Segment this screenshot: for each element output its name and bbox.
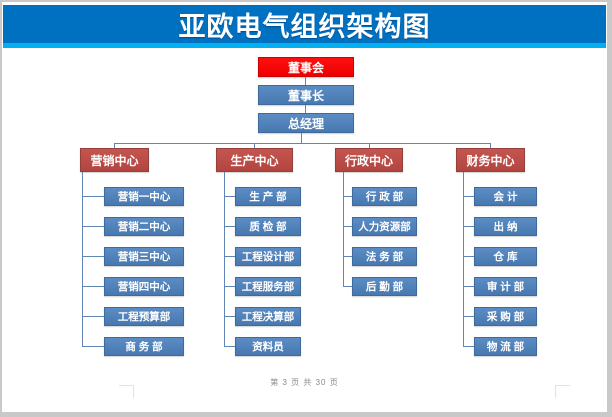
- org-node-dept: 营销一中心: [104, 187, 184, 206]
- connector-rail: [343, 172, 344, 287]
- page-title: 亚欧电气组织架构图: [178, 11, 431, 42]
- connector-stub: [343, 226, 352, 227]
- org-node-dept: 工程决算部: [235, 307, 301, 326]
- connector-line: [114, 143, 115, 148]
- org-node-production-center: 生产中心: [216, 148, 293, 172]
- org-node-dept: 人力资源部: [352, 217, 417, 236]
- org-node-dept: 营销四中心: [104, 277, 184, 296]
- connector-stub: [82, 316, 104, 317]
- org-node-dept: 工程预算部: [104, 307, 184, 326]
- margin-crop-mark-left-icon: [119, 385, 134, 398]
- connector-stub: [224, 316, 235, 317]
- connector-rail: [224, 172, 225, 347]
- connector-rail: [82, 172, 83, 347]
- connector-stub: [82, 346, 104, 347]
- connector-stub: [224, 286, 235, 287]
- org-node-dept: 行 政 部: [352, 187, 417, 206]
- connector-stub: [463, 256, 474, 257]
- org-node-dept: 生 产 部: [235, 187, 301, 206]
- org-node-general-manager: 总经理: [258, 113, 354, 133]
- connector-line: [114, 143, 491, 144]
- org-node-admin-center: 行政中心: [335, 148, 403, 172]
- connector-stub: [82, 196, 104, 197]
- connector-stub: [82, 286, 104, 287]
- org-node-dept: 法 务 部: [352, 247, 417, 266]
- connector-line: [254, 143, 255, 148]
- title-banner: 亚欧电气组织架构图: [3, 5, 606, 43]
- connector-stub: [224, 346, 235, 347]
- connector-line: [305, 105, 306, 113]
- connector-stub: [224, 226, 235, 227]
- org-node-dept: 质 检 部: [235, 217, 301, 236]
- org-node-marketing-center: 营销中心: [80, 148, 149, 172]
- banner-accent-strip: [3, 43, 606, 48]
- connector-stub: [224, 256, 235, 257]
- connector-line: [369, 143, 370, 148]
- connector-line: [305, 77, 306, 85]
- connector-stub: [463, 316, 474, 317]
- connector-stub: [463, 346, 474, 347]
- connector-stub: [463, 286, 474, 287]
- org-node-dept: 工程服务部: [235, 277, 301, 296]
- connector-stub: [82, 256, 104, 257]
- document-page[interactable]: 亚欧电气组织架构图 董事会 董事长 总经理 营销中心 生产中心 行政中心 财务中…: [2, 2, 607, 412]
- connector-stub: [82, 226, 104, 227]
- org-node-dept: 营销二中心: [104, 217, 184, 236]
- org-node-dept: 采 购 部: [474, 307, 537, 326]
- org-node-dept: 仓 库: [474, 247, 537, 266]
- connector-stub: [463, 196, 474, 197]
- connector-stub: [343, 256, 352, 257]
- org-node-dept: 营销三中心: [104, 247, 184, 266]
- org-node-finance-center: 财务中心: [456, 148, 525, 172]
- org-node-chairman: 董事长: [258, 85, 354, 105]
- org-node-dept: 物 流 部: [474, 337, 537, 356]
- org-node-board: 董事会: [258, 57, 354, 77]
- connector-stub: [463, 226, 474, 227]
- connector-stub: [343, 286, 352, 287]
- page-number-footer: 第 3 页 共 30 页: [270, 378, 339, 387]
- org-node-dept: 资料员: [235, 337, 301, 356]
- connector-rail: [463, 172, 464, 347]
- org-node-dept: 审 计 部: [474, 277, 537, 296]
- connector-line: [490, 143, 491, 148]
- connector-stub: [224, 196, 235, 197]
- margin-crop-mark-right-icon: [555, 385, 570, 398]
- org-node-dept: 会 计: [474, 187, 537, 206]
- connector-stub: [343, 196, 352, 197]
- org-node-dept: 商 务 部: [104, 337, 184, 356]
- org-node-dept: 出 纳: [474, 217, 537, 236]
- org-node-dept: 工程设计部: [235, 247, 301, 266]
- org-node-dept: 后 勤 部: [352, 277, 417, 296]
- connector-line: [301, 133, 302, 143]
